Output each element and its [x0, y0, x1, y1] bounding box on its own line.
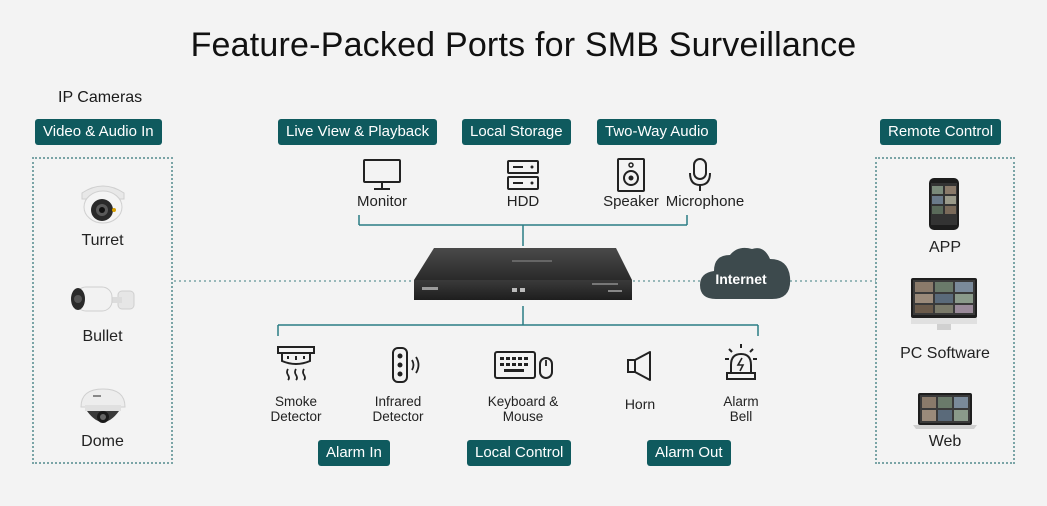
speaker-icon	[616, 157, 646, 193]
dome-camera-icon	[77, 385, 129, 431]
keyboard-mouse-icon	[493, 350, 555, 382]
alarm-bell-icon	[724, 343, 758, 381]
bullet-label: Bullet	[82, 328, 123, 345]
phone-app-icon	[926, 176, 962, 232]
smoke-detector-icon	[276, 345, 316, 381]
internet-label: Internet	[715, 271, 767, 287]
remote-control-box	[875, 157, 1015, 464]
ip-cameras-caption: IP Cameras	[58, 89, 143, 106]
app-label: APP	[928, 239, 961, 256]
bullet-camera-icon	[68, 283, 138, 319]
ip-cameras-box	[32, 157, 173, 464]
pc-software-label: PC Software	[900, 345, 990, 362]
page-title: Feature-Packed Ports for SMB Surveillanc…	[190, 26, 857, 64]
alarm-in-badge: Alarm In	[318, 440, 390, 466]
laptop-icon	[912, 391, 978, 431]
web-label: Web	[928, 433, 962, 450]
local-storage-badge: Local Storage	[462, 119, 571, 145]
monitor-icon	[362, 158, 402, 192]
keyboard-mouse-label: Keyboard &Mouse	[487, 394, 559, 424]
microphone-icon	[688, 157, 712, 193]
cloud-icon	[698, 243, 792, 301]
hdd-label: HDD	[506, 193, 540, 210]
horn-label: Horn	[624, 396, 656, 412]
nvr-device-icon	[412, 244, 634, 306]
horn-icon	[626, 350, 656, 382]
dome-label: Dome	[81, 433, 124, 450]
turret-camera-icon	[78, 177, 128, 227]
microphone-label: Microphone	[665, 193, 745, 210]
hdd-icon	[505, 158, 541, 192]
monitor-label: Monitor	[356, 193, 408, 210]
pc-monitor-icon	[909, 276, 979, 334]
remote-control-badge: Remote Control	[880, 119, 1002, 145]
infrared-detector-icon	[388, 346, 424, 384]
live-view-playback-badge: Live View & Playback	[278, 119, 438, 145]
video-audio-in-badge: Video & Audio In	[35, 119, 162, 145]
two-way-audio-badge: Two-Way Audio	[597, 119, 717, 145]
local-control-badge: Local Control	[467, 440, 572, 466]
speaker-label: Speaker	[603, 193, 659, 210]
turret-label: Turret	[81, 232, 124, 249]
alarm-out-badge: Alarm Out	[647, 440, 731, 466]
